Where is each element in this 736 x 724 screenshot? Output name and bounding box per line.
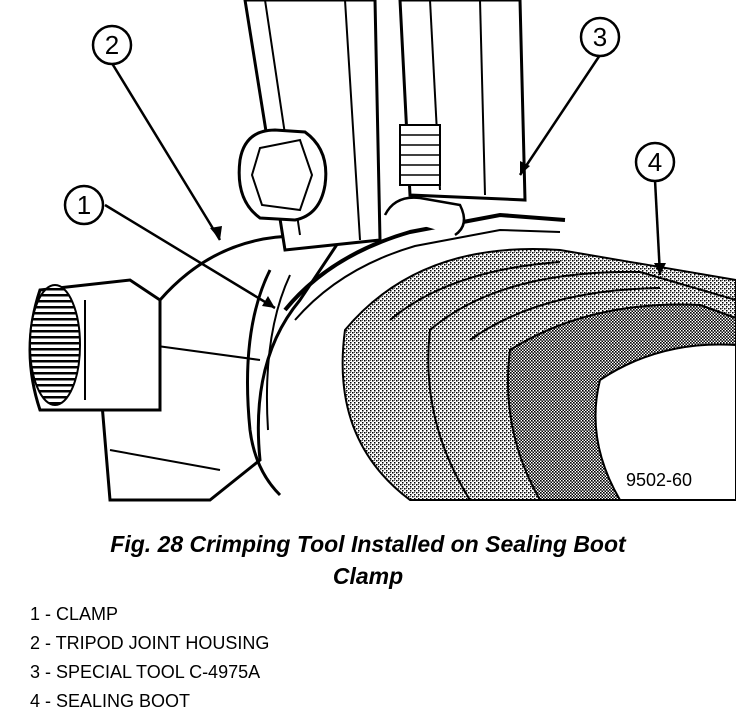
leader-lines <box>104 54 666 310</box>
special-tool <box>237 0 527 252</box>
callout-3-number: 3 <box>593 22 607 52</box>
legend-item-special-tool: 3 - SPECIAL TOOL C-4975A <box>30 662 261 682</box>
sealing-boot <box>341 248 736 501</box>
callout-4-number: 4 <box>648 147 662 177</box>
clamp <box>283 196 566 321</box>
parts-legend: 1 - CLAMP 2 - TRIPOD JOINT HOUSING 3 - S… <box>30 600 269 716</box>
figure-caption-line-2: Clamp <box>332 563 404 589</box>
legend-item-clamp: 1 - CLAMP <box>30 604 119 624</box>
callout-1: 1 <box>63 184 105 226</box>
technical-illustration: 1 2 3 4 9502-60 <box>28 0 736 502</box>
legend-item-sealing-boot: 4 - SEALING BOOT <box>30 691 191 711</box>
figure-caption-line-1: Fig. 28 Crimping Tool Installed on Seali… <box>110 531 626 557</box>
callout-2: 2 <box>91 24 133 66</box>
callout-1-number: 1 <box>77 190 91 220</box>
legend-item-tripod-joint-housing: 2 - TRIPOD JOINT HOUSING <box>30 633 270 653</box>
callout-4: 4 <box>634 141 676 183</box>
figure-id: 9502-60 <box>626 470 692 490</box>
callout-3: 3 <box>579 16 621 58</box>
axle-shaft <box>28 278 162 412</box>
callout-2-number: 2 <box>105 30 119 60</box>
